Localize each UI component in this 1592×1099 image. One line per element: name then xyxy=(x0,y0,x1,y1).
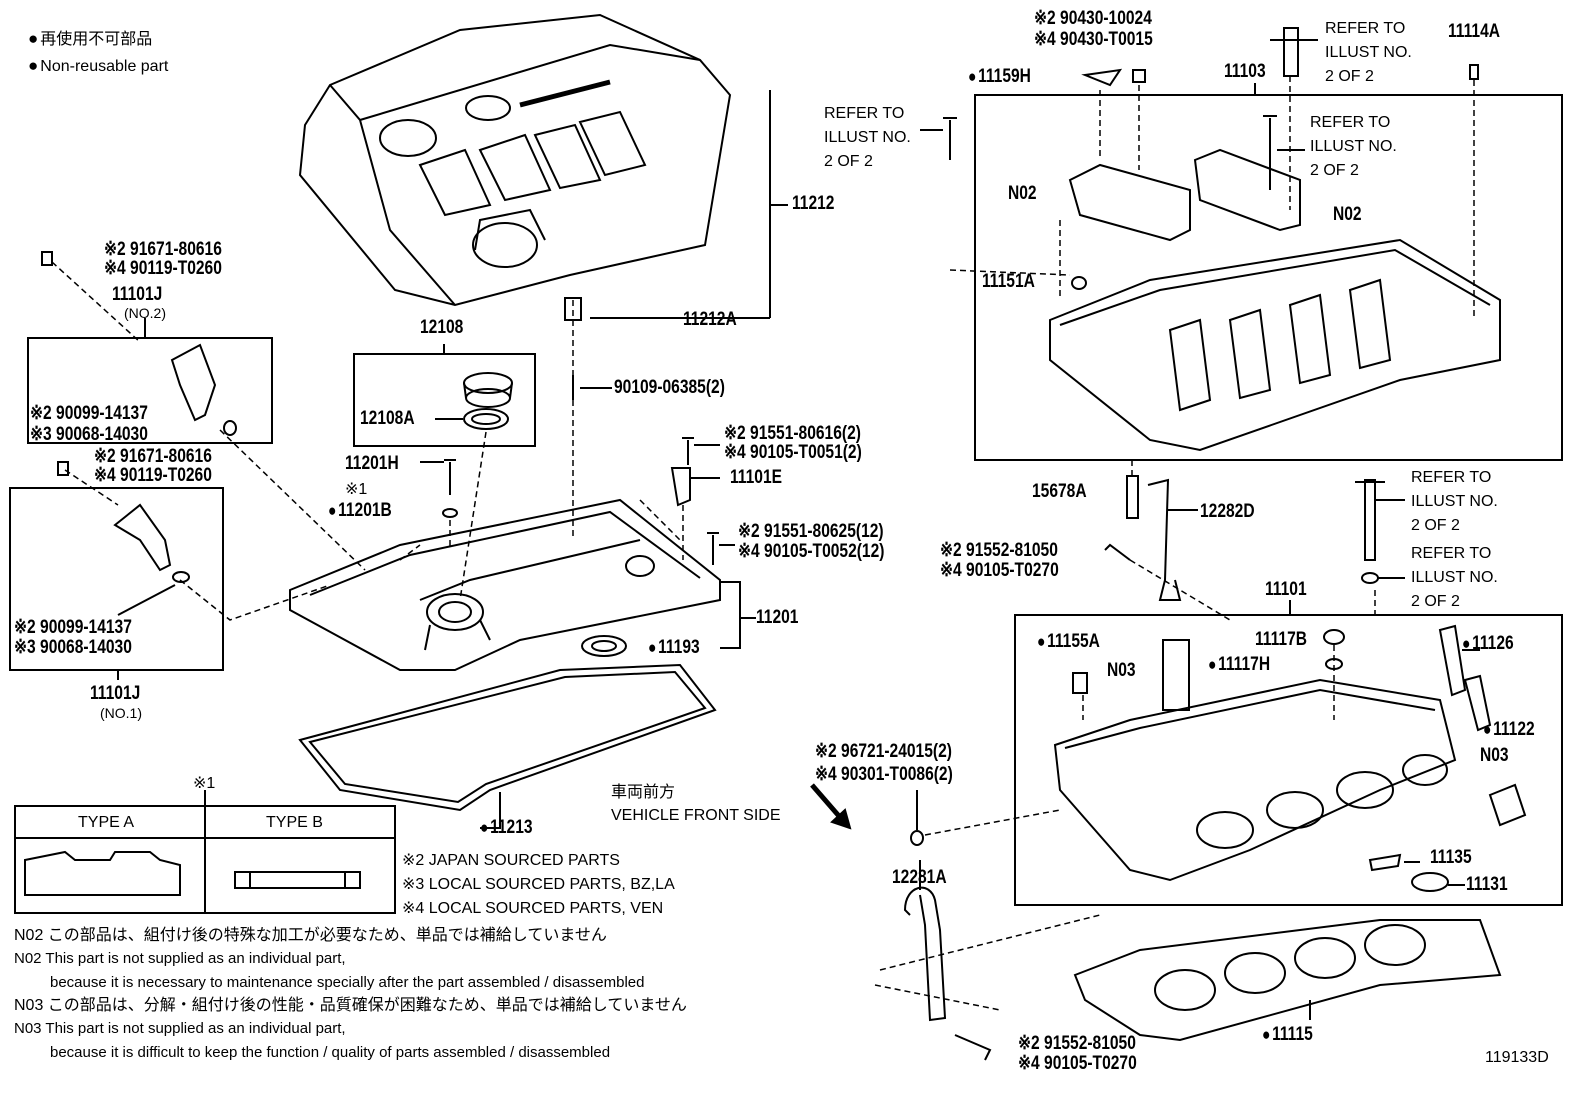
label-11155A: 11155A xyxy=(1037,632,1100,651)
front-side-jp: 車両前方 xyxy=(611,784,676,801)
mark-type-ref: ※1 xyxy=(345,481,368,498)
note-japan-sourced: ※2 JAPAN SOURCED PARTS xyxy=(402,852,620,869)
label-11212A: 11212A xyxy=(683,309,737,330)
note-n03-en-1: N03 This part is not supplied as an indi… xyxy=(14,1020,346,1037)
label-11201H: 11201H xyxy=(345,453,399,474)
label-90099-b: ※2 90099-14137 xyxy=(14,617,132,638)
ocv-drawing-no1 xyxy=(113,503,190,616)
label-11103: 11103 xyxy=(1224,61,1266,82)
note-n03-jp: N03 この部品は、分解・組付け後の性能・品質確保が困難なため、単品では補給して… xyxy=(14,997,687,1014)
label-91551-a: ※2 91551-80616(2) xyxy=(724,423,861,444)
note-local-bz-la: ※3 LOCAL SOURCED PARTS, BZ,LA xyxy=(402,876,675,893)
label-11135: 11135 xyxy=(1430,847,1472,868)
label-11117B: 11117B xyxy=(1255,629,1308,650)
label-90105-c: ※4 90105-T0270 xyxy=(940,560,1059,581)
type-a-header: TYPE A xyxy=(78,814,135,831)
note-n02-en-1: N02 This part is not supplied as an indi… xyxy=(14,950,346,967)
refer2-a: REFER TO xyxy=(824,105,905,122)
label-11115: 11115 xyxy=(1262,1025,1313,1044)
label-N02-a: N02 xyxy=(1008,183,1037,204)
label-11101: 11101 xyxy=(1265,579,1307,600)
note-n02-en-2: because it is necessary to maintenance s… xyxy=(50,974,645,991)
refer5-a: REFER TO xyxy=(1411,545,1492,562)
label-90068-a: ※3 90068-14030 xyxy=(30,424,148,445)
label-11101E: 11101E xyxy=(730,467,783,488)
label-90105-b: ※4 90105-T0052(12) xyxy=(738,541,885,562)
label-11151A: 11151A xyxy=(982,271,1035,292)
label-91671-b: ※2 91671-80616 xyxy=(94,446,212,467)
label-90105-d: ※4 90105-T0270 xyxy=(1018,1053,1137,1074)
type-table-mark: ※1 xyxy=(193,775,216,792)
label-11101J-no2: 11101J xyxy=(112,284,163,305)
label-no1: (NO.1) xyxy=(100,705,142,721)
refer1-a: REFER TO xyxy=(1325,20,1406,37)
label-12108: 12108 xyxy=(420,317,464,338)
legend-jp: 再使用不可部品 xyxy=(28,30,152,48)
label-12108A: 12108A xyxy=(360,408,415,429)
refer3-b: ILLUST NO. xyxy=(1310,138,1397,155)
label-90109: 90109-06385(2) xyxy=(614,377,725,398)
label-15678A: 15678A xyxy=(1032,481,1087,502)
note-n03-en-2: because it is difficult to keep the func… xyxy=(50,1044,611,1061)
label-90068-b: ※3 90068-14030 xyxy=(14,637,132,658)
cylinder-head-drawing xyxy=(1053,678,1457,882)
refer2-b: ILLUST NO. xyxy=(824,129,911,146)
label-11201: 11201 xyxy=(756,607,799,628)
label-96721: ※2 96721-24015(2) xyxy=(815,741,952,762)
camshaft-housing-drawing xyxy=(1049,148,1501,452)
label-91552-b: ※2 91552-81050 xyxy=(1018,1033,1136,1054)
label-12281A: 12281A xyxy=(892,867,947,888)
label-11193: 11193 xyxy=(648,638,700,657)
label-N03-a: N03 xyxy=(1107,660,1136,681)
label-11159H: 11159H xyxy=(968,67,1031,86)
label-91671-a: ※2 91671-80616 xyxy=(104,239,222,260)
label-90430-b: ※4 90430-T0015 xyxy=(1034,29,1153,50)
front-side-en: VEHICLE FRONT SIDE xyxy=(611,807,781,824)
note-local-ven: ※4 LOCAL SOURCED PARTS, VEN xyxy=(402,900,664,917)
refer4-a: REFER TO xyxy=(1411,469,1492,486)
refer3-c: 2 OF 2 xyxy=(1310,162,1359,179)
label-no2: (NO.2) xyxy=(124,305,166,321)
ocv-drawing-no2 xyxy=(170,343,237,436)
refer1-b: ILLUST NO. xyxy=(1325,44,1412,61)
label-91551-b: ※2 91551-80625(12) xyxy=(738,521,884,542)
type-b-header: TYPE B xyxy=(266,814,323,831)
refer5-c: 2 OF 2 xyxy=(1411,593,1460,610)
label-90119-a: ※4 90119-T0260 xyxy=(104,258,222,279)
diagram-id: 119133D xyxy=(1485,1049,1549,1066)
label-11126: 11126 xyxy=(1462,634,1514,653)
label-11114A: 11114A xyxy=(1448,21,1501,42)
refer3-a: REFER TO xyxy=(1310,114,1391,131)
label-11122: 11122 xyxy=(1483,720,1535,739)
refer2-c: 2 OF 2 xyxy=(824,153,873,170)
label-N03-b: N03 xyxy=(1480,745,1509,766)
label-11213: 11213 xyxy=(480,818,532,837)
label-11212: 11212 xyxy=(792,193,835,214)
label-90105-a: ※4 90105-T0051(2) xyxy=(724,442,862,463)
label-90430-a: ※2 90430-10024 xyxy=(1034,8,1152,29)
refer5-b: ILLUST NO. xyxy=(1411,569,1498,586)
legend-en: Non-reusable part xyxy=(28,57,168,75)
label-N02-b: N02 xyxy=(1333,204,1362,225)
label-11117H: 11117H xyxy=(1208,655,1270,674)
engine-cover-drawing xyxy=(298,13,732,307)
refer4-b: ILLUST NO. xyxy=(1411,493,1498,510)
label-11201B: 11201B xyxy=(328,501,392,520)
label-91552-a: ※2 91552-81050 xyxy=(940,540,1058,561)
note-n02-jp: N02 この部品は、組付け後の特殊な加工が必要なため、単品では補給していません xyxy=(14,927,607,944)
label-90099-a: ※2 90099-14137 xyxy=(30,403,148,424)
head-cover-drawing xyxy=(289,498,721,671)
refer4-c: 2 OF 2 xyxy=(1411,517,1460,534)
label-11101J-no1: 11101J xyxy=(90,683,141,704)
label-90301: ※4 90301-T0086(2) xyxy=(815,764,953,785)
label-11131: 11131 xyxy=(1466,874,1508,895)
label-12282D: 12282D xyxy=(1200,501,1255,522)
label-90119-b: ※4 90119-T0260 xyxy=(94,465,212,486)
refer1-c: 2 OF 2 xyxy=(1325,68,1374,85)
